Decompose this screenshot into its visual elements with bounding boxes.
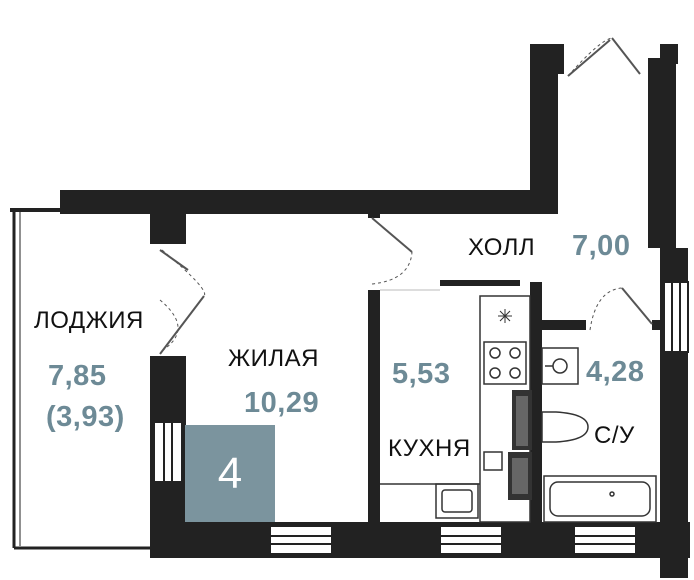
stove [483,341,527,385]
bathroom-area: 4,28 [586,356,645,388]
windows [153,281,689,555]
bathtub [543,475,657,523]
unit-number: 4 [217,448,243,498]
doors [159,37,653,355]
washbasin [541,347,579,385]
bathroom-fixtures [541,347,657,523]
hall-area: 7,00 [572,230,631,262]
window-living-bottom [269,525,333,555]
kitchen-area: 5,53 [392,358,451,390]
kitchen-name: КУХНЯ [388,435,471,462]
vent-icon [498,309,512,323]
hall-name: ХОЛЛ [468,234,536,261]
window-bathroom-bottom [573,525,637,555]
walls [10,44,690,578]
toilet [541,411,589,443]
loggia-area-reduced: (3,93) [46,401,125,433]
loggia-area: 7,85 [48,360,107,392]
loggia-outline [12,210,150,550]
kitchen-fixtures [380,295,531,523]
window-right [663,281,689,353]
living-name: ЖИЛАЯ [228,345,319,372]
unit-number-badge: 4 [185,425,275,522]
loggia-name: ЛОДЖИЯ [34,307,144,334]
window-living-side [153,421,183,483]
riser-stack [508,390,532,500]
window-kitchen-bottom [439,525,503,555]
bathroom-name: С/У [594,422,635,449]
living-area: 10,29 [244,387,320,419]
